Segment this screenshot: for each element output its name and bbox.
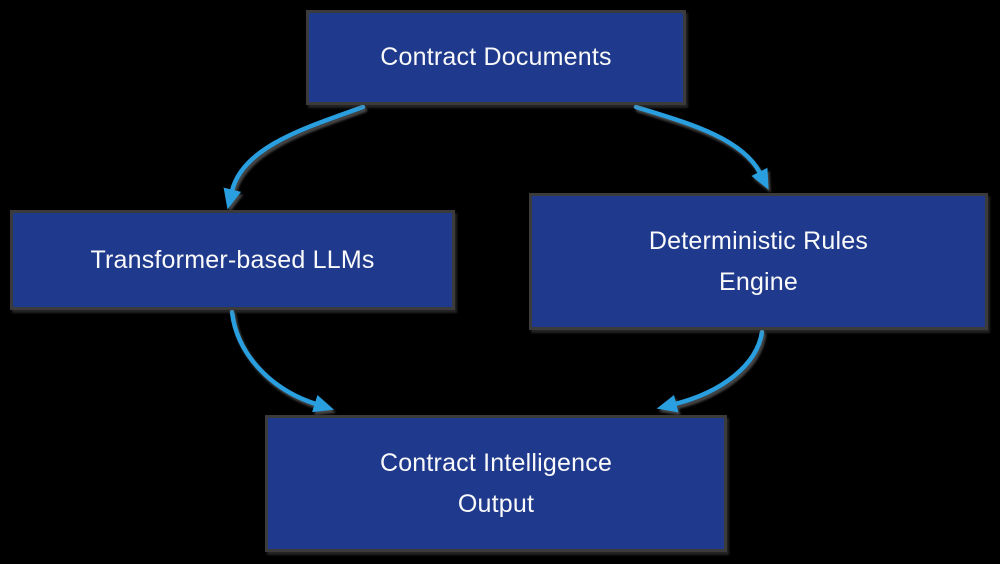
edge-rules-to-output — [656, 329, 765, 413]
node-label: Engine — [718, 267, 799, 296]
edge-documents-to-rules — [633, 104, 769, 190]
node-contract-documents: Contract Documents — [306, 10, 686, 105]
node-label: Deterministic Rules — [648, 226, 869, 255]
node-label: Contract Intelligence — [379, 448, 613, 477]
node-label: Output — [457, 489, 535, 518]
node-label: Contract Documents — [380, 43, 612, 71]
node-transformer-llms: Transformer-based LLMs — [10, 210, 455, 310]
node-intelligence-output: Contract Intelligence Output — [265, 415, 727, 552]
edge-llms-to-output — [229, 309, 335, 413]
node-label: Transformer-based LLMs — [90, 245, 375, 274]
edge-documents-to-llms — [223, 104, 366, 210]
node-rules-engine: Deterministic Rules Engine — [529, 193, 988, 330]
